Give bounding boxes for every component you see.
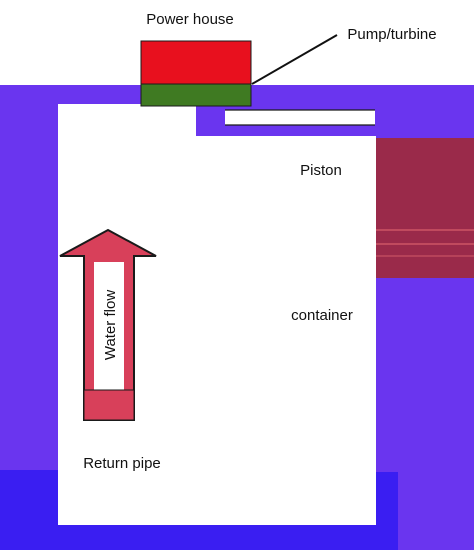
piston-label: Piston: [300, 162, 342, 179]
ground-layer-right: [376, 472, 398, 550]
pump-turbine-pointer: [251, 34, 338, 85]
return-pipe-base: [83, 389, 135, 421]
ground-layer-mid: [58, 525, 376, 550]
piston-section: [376, 138, 474, 278]
container-label: container: [291, 307, 353, 324]
pump-turbine-label: Pump/turbine: [347, 26, 436, 43]
ground-layer-left: [0, 470, 58, 550]
power-house-block: [140, 40, 252, 85]
water-flow-label: Water flow: [102, 290, 119, 360]
power-house-label: Power house: [146, 11, 234, 28]
return-pipe-label: Return pipe: [83, 455, 161, 472]
piston-top-channel: [225, 110, 375, 125]
return-pipe-inner: [94, 262, 124, 390]
pump-turbine-block: [140, 83, 252, 107]
